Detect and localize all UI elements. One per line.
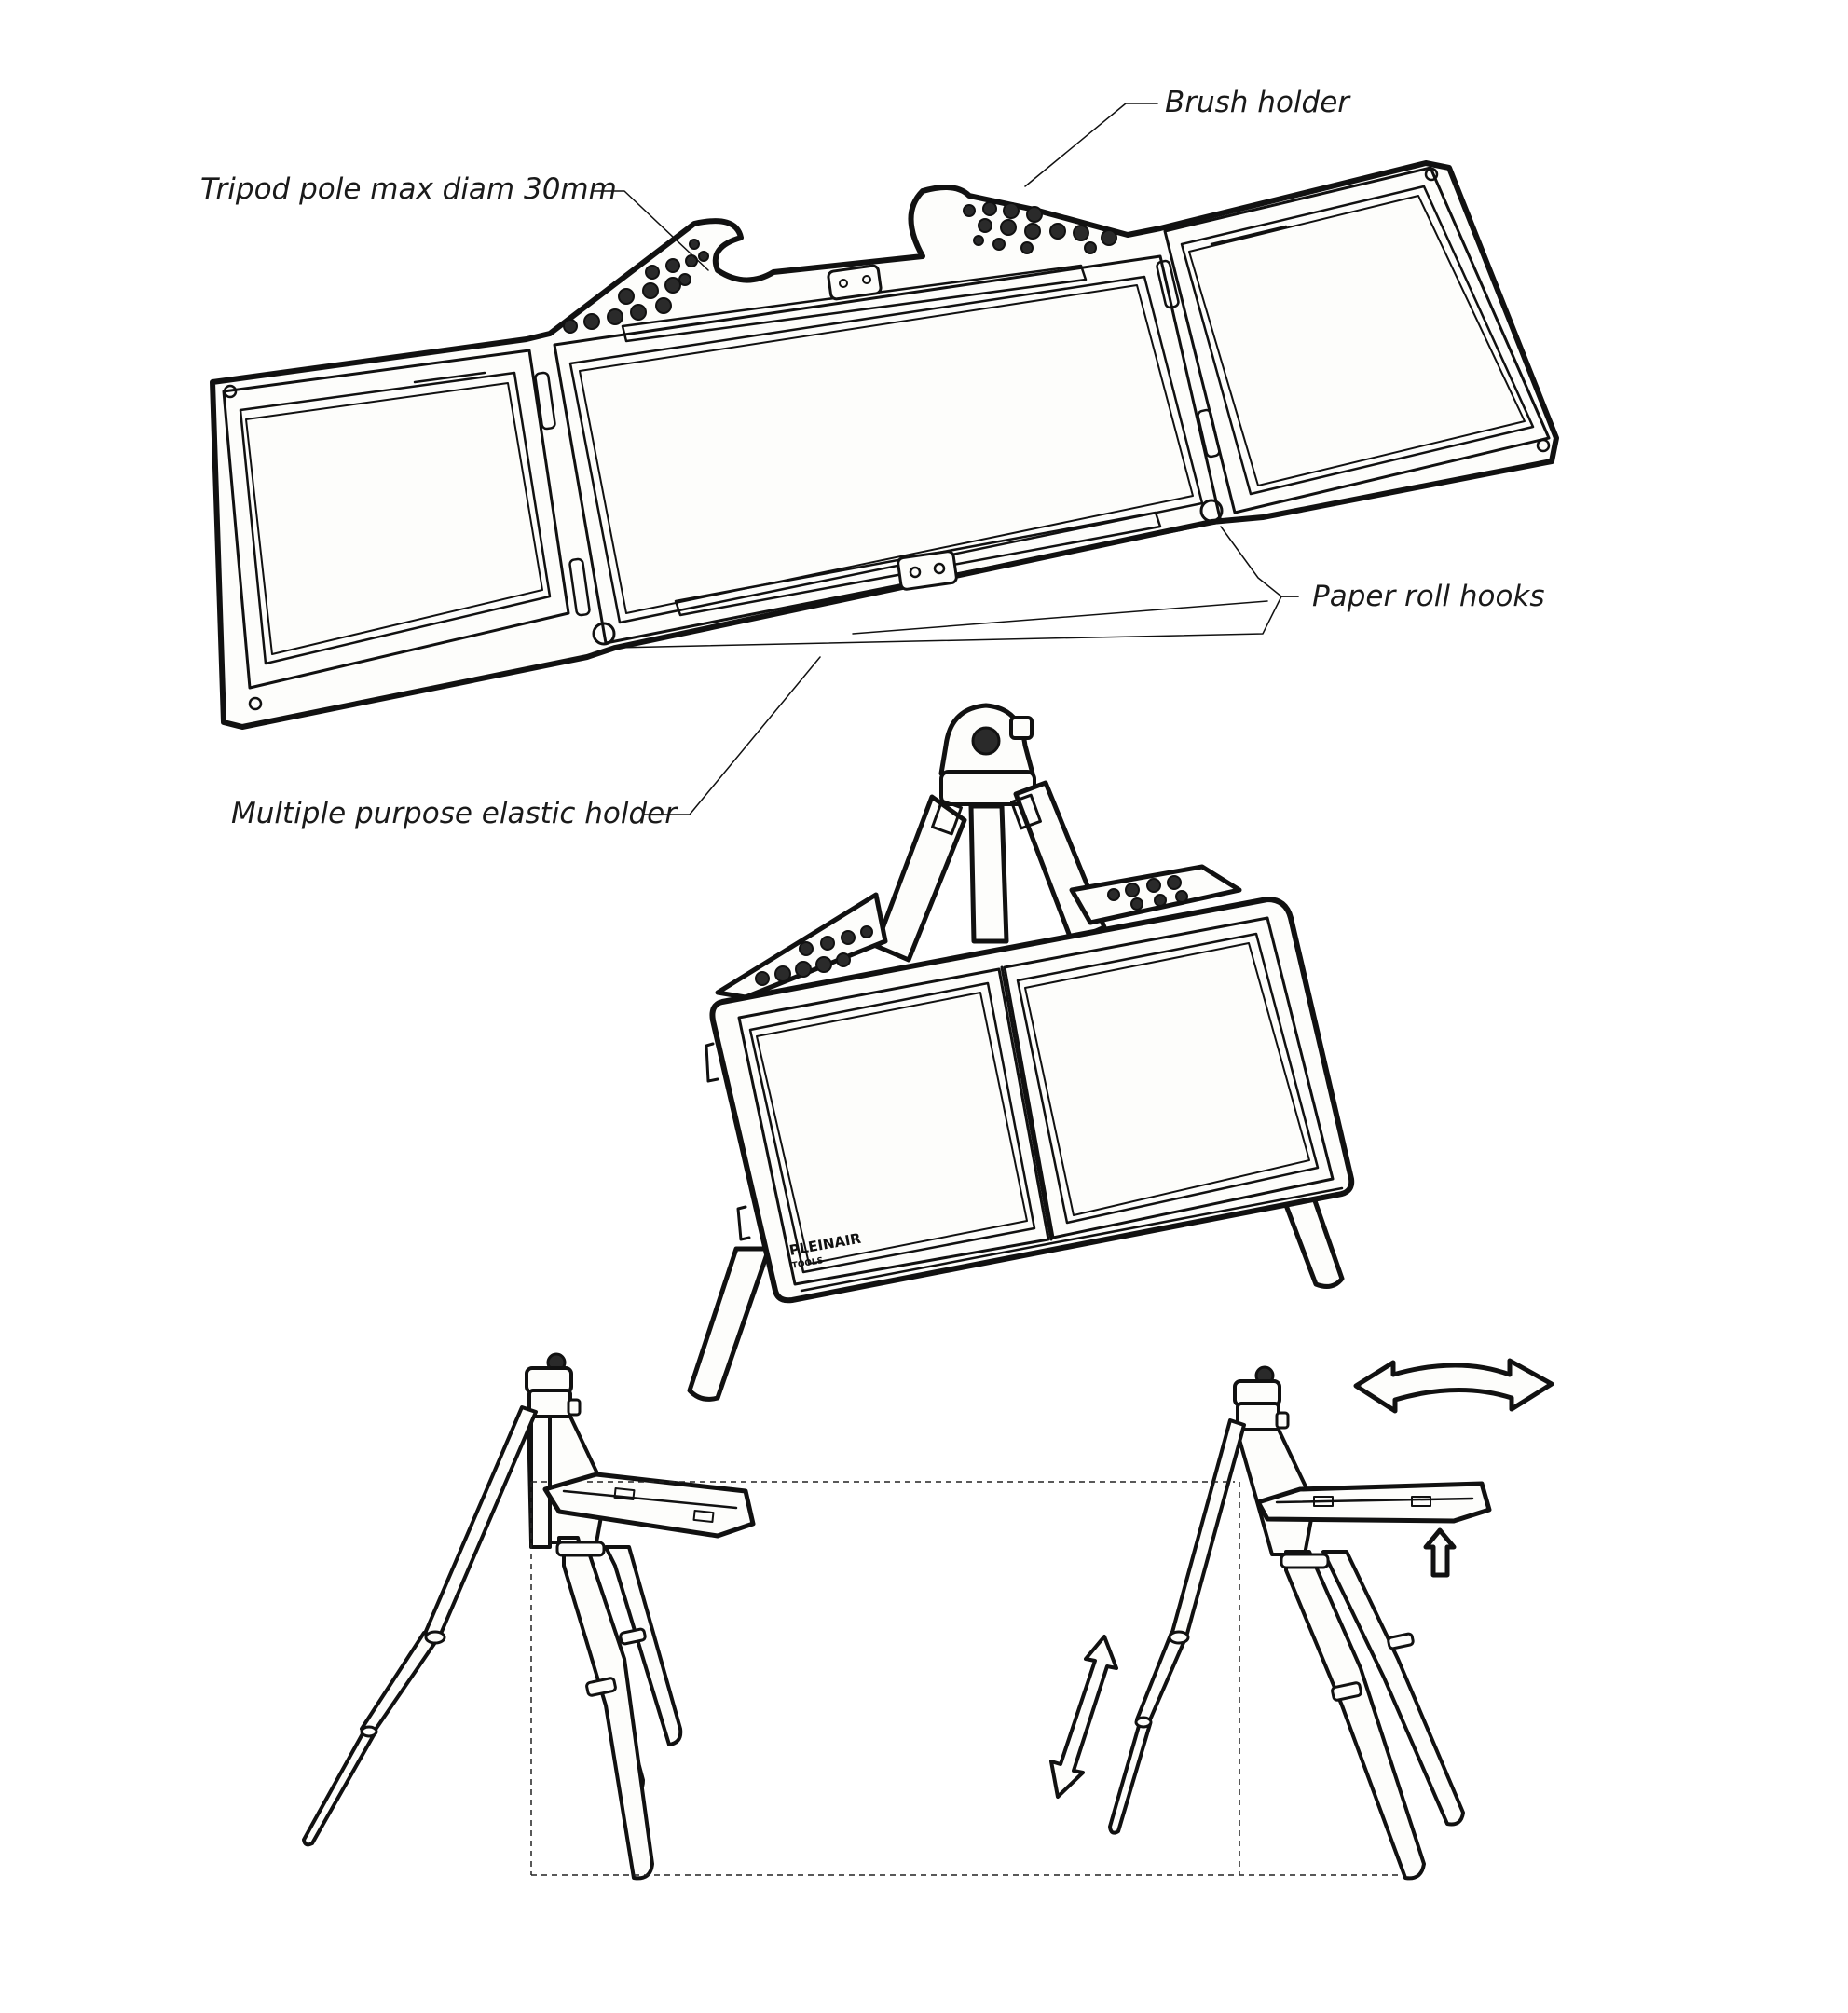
right-panel	[1156, 166, 1551, 514]
elastic-holder-label: Multiple purpose elastic holder	[231, 797, 678, 830]
up-arrow-icon	[1423, 1527, 1457, 1578]
tripod-pole-label: Tripod pole max diam 30mm	[200, 172, 617, 206]
brush-holder-leader	[1024, 103, 1158, 187]
double-headed-curved-arrow-icon	[1353, 1358, 1554, 1414]
paper-roll-leader-b	[614, 596, 1299, 649]
movement-envelope	[530, 1481, 1398, 1876]
center-panel	[553, 254, 1224, 646]
left-brush-holder	[563, 239, 709, 334]
paper-roll-hooks-label: Paper roll hooks	[1312, 580, 1545, 613]
paper-roll-leader-c	[852, 600, 1268, 635]
tripod-pole-leader	[592, 190, 709, 271]
leader-lines	[592, 103, 1299, 815]
mounted-palette: PLEINAIR TOOLS	[687, 703, 1355, 1402]
paper-roll-leader-a	[1220, 526, 1299, 597]
right-brush-holder	[963, 201, 1117, 254]
double-headed-vertical-arrow-icon	[1049, 1635, 1118, 1799]
left-panel	[222, 349, 591, 711]
unfolded-palette	[210, 160, 1559, 730]
tripod-right	[1108, 1365, 1492, 1881]
elastic-holder-leader	[642, 656, 821, 815]
tripod-head	[938, 703, 1036, 806]
tripod-left	[302, 1352, 756, 1881]
brush-holder-label: Brush holder	[1165, 86, 1350, 119]
